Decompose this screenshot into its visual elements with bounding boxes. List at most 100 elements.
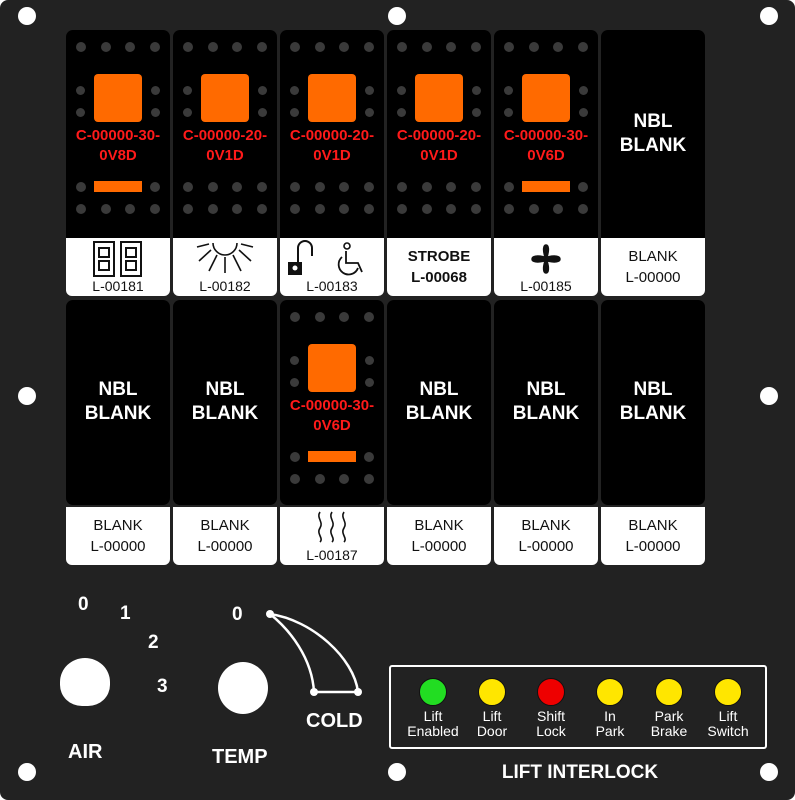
rocker-switch-11[interactable]: NBL BLANK: [494, 300, 598, 505]
indicator-lamp: [308, 74, 356, 122]
lift-interlock-panel: Lift Enabled Lift Door Shift Lock In Par…: [389, 665, 767, 749]
label-text: BLANK L-00000: [518, 517, 574, 555]
part-code: C-00000-30- 0V8D: [75, 127, 161, 164]
label-text: BLANK L-00000: [90, 517, 146, 555]
indicator-lamp: [94, 74, 142, 122]
label-code: L-00185: [520, 278, 572, 294]
label-text: STROBE L-00068: [407, 248, 471, 286]
indicator-lamp: [308, 344, 356, 392]
air-title: AIR: [68, 741, 103, 763]
led-indicator: [537, 678, 565, 706]
indicator-bar: [522, 181, 570, 192]
rocker-switch-10[interactable]: NBL BLANK: [387, 300, 491, 505]
lamp-shift-lock: Shift Lock: [521, 667, 581, 739]
lamp-label: Lift Switch: [707, 708, 749, 739]
lamp-in-park: In Park: [580, 667, 640, 739]
air-knob[interactable]: [60, 658, 110, 706]
lamp-label: Shift Lock: [536, 708, 566, 739]
rocker-switch-6[interactable]: NBL BLANK: [601, 30, 705, 263]
sunburst-light-icon: [196, 242, 254, 273]
mounting-hole: [18, 7, 36, 25]
temp-position-0: 0: [232, 604, 243, 625]
mounting-hole: [18, 387, 36, 405]
nbl-blank-text: NBL BLANK: [512, 379, 580, 424]
switch-label-10: BLANK L-00000: [387, 507, 491, 565]
rocker-switch-12[interactable]: NBL BLANK: [601, 300, 705, 505]
mounting-hole: [18, 763, 36, 781]
rocker-switch-3[interactable]: C-00000-20- 0V1D: [280, 30, 384, 263]
air-position-0: 0: [78, 594, 89, 615]
part-code: C-00000-30- 0V6D: [289, 397, 375, 434]
lamp-lift-enabled: Lift Enabled: [403, 667, 463, 739]
mounting-hole: [388, 763, 406, 781]
air-position-2: 2: [148, 632, 159, 653]
rocker-switch-9[interactable]: C-00000-30- 0V6D: [280, 300, 384, 505]
temp-knob[interactable]: [218, 662, 268, 714]
nbl-blank-text: NBL BLANK: [84, 379, 152, 424]
nbl-blank-text: NBL BLANK: [405, 379, 473, 424]
part-code: C-00000-20- 0V1D: [396, 127, 482, 164]
fan-icon: [531, 244, 561, 274]
temp-title: TEMP: [212, 746, 268, 768]
led-indicator: [714, 678, 742, 706]
indicator-bar: [94, 181, 142, 192]
dual-rocker-icon: [93, 241, 142, 277]
led-indicator: [596, 678, 624, 706]
lamp-label: Park Brake: [650, 708, 688, 739]
led-indicator: [419, 678, 447, 706]
led-indicator: [655, 678, 683, 706]
nbl-blank-text: NBL BLANK: [619, 111, 687, 156]
mounting-hole: [388, 7, 406, 25]
part-code: C-00000-20- 0V1D: [289, 127, 375, 164]
mounting-hole: [760, 763, 778, 781]
mounting-hole: [760, 387, 778, 405]
label-code: L-00181: [92, 278, 144, 294]
switch-label-11: BLANK L-00000: [494, 507, 598, 565]
heat-waves-icon: [318, 511, 346, 543]
switch-label-12: BLANK L-00000: [601, 507, 705, 565]
label-text: BLANK L-00000: [625, 517, 681, 555]
lamp-park-brake: Park Brake: [639, 667, 699, 739]
air-position-3: 3: [157, 676, 168, 697]
indicator-lamp: [522, 74, 570, 122]
temp-range-arc: [266, 610, 362, 696]
rocker-switch-1[interactable]: C-00000-30- 0V8D: [66, 30, 170, 263]
rocker-switch-2[interactable]: C-00000-20- 0V1D: [173, 30, 277, 263]
air-position-1: 1: [120, 603, 131, 624]
label-text: BLANK L-00000: [197, 517, 253, 555]
switch-label-2: L-00182: [173, 238, 277, 296]
switch-label-6: BLANK L-00000: [601, 238, 705, 296]
lamp-label: Lift Enabled: [407, 708, 459, 739]
rocker-switch-8[interactable]: NBL BLANK: [173, 300, 277, 505]
indicator-bar: [308, 451, 356, 462]
indicator-lamp: [201, 74, 249, 122]
label-text: BLANK L-00000: [625, 248, 681, 286]
switch-label-9: L-00187: [280, 507, 384, 565]
switch-label-3: L-00183: [280, 238, 384, 296]
part-code: C-00000-20- 0V1D: [182, 127, 268, 164]
temp-cold-label: COLD: [306, 710, 363, 732]
lamp-label: Lift Door: [476, 708, 508, 739]
led-indicator: [478, 678, 506, 706]
nbl-blank-text: NBL BLANK: [191, 379, 259, 424]
switch-label-7: BLANK L-00000: [66, 507, 170, 565]
switch-label-5: L-00185: [494, 238, 598, 296]
nbl-blank-text: NBL BLANK: [619, 379, 687, 424]
lamp-lift-door: Lift Door: [462, 667, 522, 739]
label-code: L-00183: [306, 278, 358, 294]
rocker-switch-5[interactable]: C-00000-30- 0V6D: [494, 30, 598, 263]
lock-wheelchair-icon: [288, 240, 363, 276]
label-text: BLANK L-00000: [411, 517, 467, 555]
switch-label-1: L-00181: [66, 238, 170, 296]
lamp-lift-switch: Lift Switch: [698, 667, 758, 739]
label-code: L-00187: [306, 547, 358, 563]
rocker-switch-7[interactable]: NBL BLANK: [66, 300, 170, 505]
part-code: C-00000-30- 0V6D: [503, 127, 589, 164]
lamp-label: In Park: [595, 708, 625, 739]
switch-label-8: BLANK L-00000: [173, 507, 277, 565]
rocker-switch-4[interactable]: C-00000-20- 0V1D: [387, 30, 491, 263]
lift-interlock-title: LIFT INTERLOCK: [501, 762, 659, 783]
label-code: L-00182: [199, 278, 251, 294]
switch-label-4: STROBE L-00068: [387, 238, 491, 296]
